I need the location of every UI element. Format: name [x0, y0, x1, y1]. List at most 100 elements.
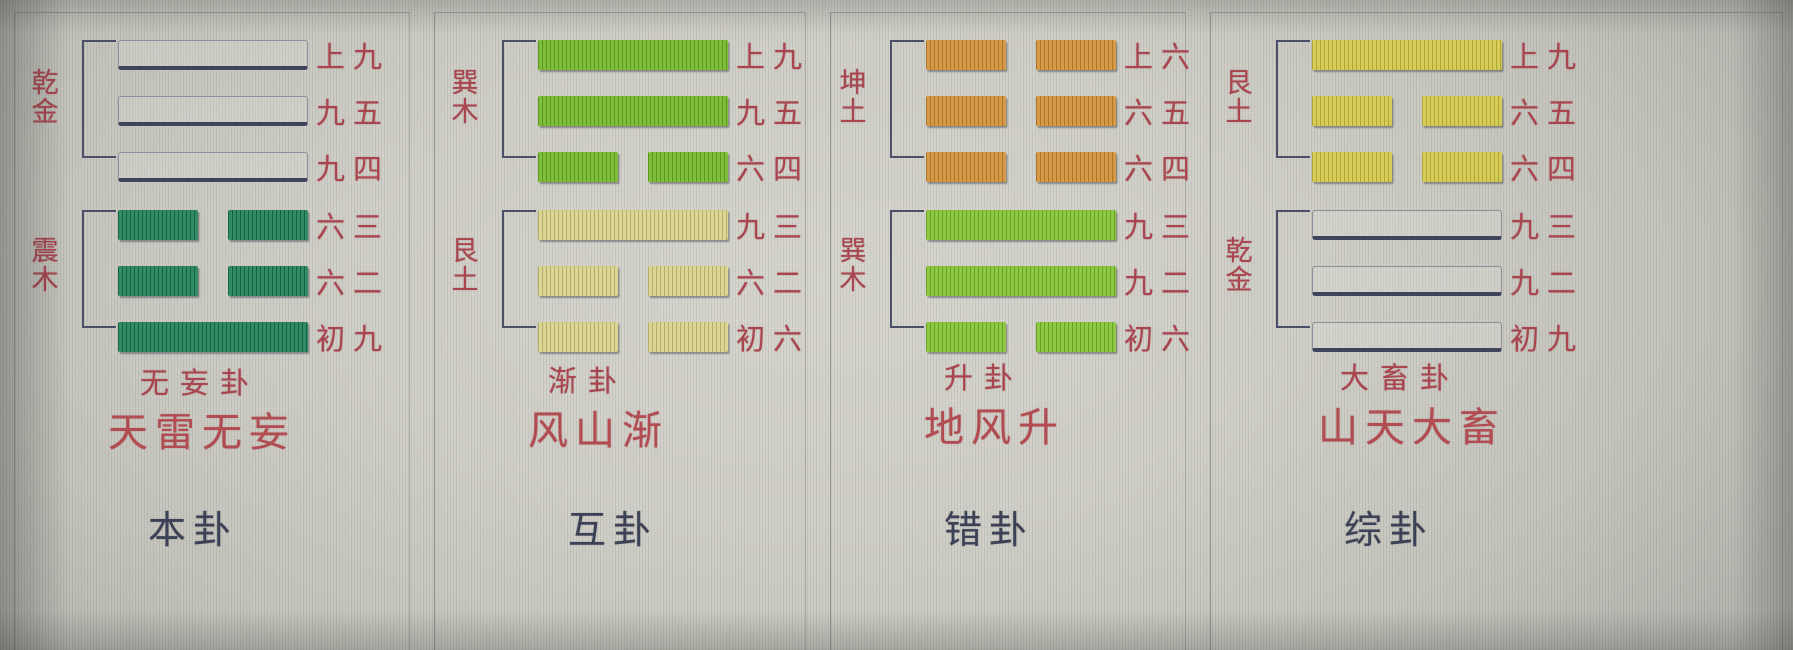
hexagram-panel-3: 坤土巽木上六六五六四九三九二初六升卦地风升错卦: [816, 0, 1196, 650]
trigram-element: 土: [839, 96, 867, 128]
line-position-label: 六四: [1124, 152, 1199, 186]
line-segment: [1036, 40, 1116, 70]
line-segment: [648, 322, 728, 352]
gua-kind-label: 错卦: [944, 508, 1035, 552]
line-segment: [118, 210, 198, 240]
hexagram-line: [926, 266, 1116, 296]
trigram-label-upper: 坤土: [826, 68, 880, 128]
line-position-label: 初九: [1510, 322, 1585, 356]
hexagram-diagram: 乾金震木 上九九五九四六三六二初九: [18, 22, 418, 358]
trigram-braces: [1266, 22, 1312, 358]
trigram-label-column: 坤土巽木: [826, 22, 880, 358]
line-position-label: 初九: [316, 322, 391, 356]
line-position-label: 六二: [316, 266, 391, 300]
line-position-label: 九五: [316, 96, 391, 130]
line-segment: [926, 266, 1116, 296]
line-segment: [118, 96, 308, 126]
hexagram-diagram: 艮土乾金上九六五六四九三九二初九: [1212, 22, 1612, 358]
gua-short-name: 渐卦: [548, 364, 629, 398]
gua-kind-label: 本卦: [148, 508, 239, 552]
trigram-element: 金: [1225, 264, 1253, 296]
trigram-name: 巽: [451, 68, 479, 99]
trigram-label-column: 巽木艮土: [438, 22, 492, 358]
line-label-column: 上九六五六四九三九二初九: [1502, 22, 1612, 358]
line-segment: [118, 152, 308, 182]
hexagram-panel-2: 巽木艮土上九九五六四九三六二初六渐卦风山渐互卦: [420, 0, 816, 650]
line-position-label: 九三: [1124, 210, 1199, 244]
hexagram-line: [926, 152, 1116, 182]
trigram-label-upper: 乾金: [18, 68, 72, 127]
line-segment: [538, 96, 728, 126]
hexagram-lines: [1312, 22, 1502, 358]
line-position-label: 九二: [1510, 266, 1585, 300]
gua-kind-label: 综卦: [1344, 508, 1435, 552]
line-segment: [926, 152, 1006, 182]
trigram-label-lower: 震木: [18, 237, 72, 295]
line-position-label: 六三: [316, 210, 391, 244]
line-segment: [1312, 210, 1502, 240]
line-segment: [538, 210, 728, 240]
trigram-braces: [492, 22, 538, 358]
brace-lower-trigram: [890, 210, 924, 328]
gua-short-name: 无妄卦: [140, 366, 261, 400]
line-position-label: 六五: [1124, 96, 1199, 130]
line-position-label: 九二: [1124, 266, 1199, 300]
line-segment: [1312, 322, 1502, 352]
line-segment: [1036, 96, 1116, 126]
line-segment: [926, 210, 1116, 240]
line-segment: [538, 266, 618, 296]
hexagram-line: [118, 322, 308, 352]
trigram-name: 艮: [451, 236, 479, 267]
trigram-name: 乾: [31, 68, 59, 99]
line-position-label: 六二: [736, 266, 811, 300]
trigram-name: 巽: [839, 236, 867, 267]
hexagram-line: [538, 40, 728, 70]
brace-lower-trigram: [82, 210, 116, 328]
hexagram-panel-1: 乾金震木 上九九五九四六三六二初九无妄卦天雷无妄本卦: [0, 0, 420, 650]
line-segment: [926, 96, 1006, 126]
line-label-column: 上九九五六四九三六二初六: [728, 22, 838, 358]
brace-upper-trigram: [502, 40, 536, 158]
trigram-element: 土: [451, 264, 479, 296]
hexagram-line: [1312, 152, 1502, 182]
gua-full-name: 地风升: [924, 405, 1065, 451]
hexagram-line: [118, 152, 308, 182]
gua-short-name: 大畜卦: [1340, 361, 1461, 395]
hexagram-line: [538, 96, 728, 126]
trigram-name: 艮: [1225, 68, 1253, 99]
line-segment: [926, 40, 1006, 70]
hexagram-line: [926, 96, 1116, 126]
line-position-label: 上九: [316, 40, 391, 74]
line-segment: [118, 40, 308, 70]
hexagram-line: [1312, 210, 1502, 240]
brace-lower-trigram: [502, 210, 536, 328]
trigram-braces: [880, 22, 926, 358]
line-segment: [648, 152, 728, 182]
line-segment: [228, 266, 308, 296]
line-position-label: 六五: [1510, 96, 1585, 130]
hexagram-panel-4: 艮土乾金上九六五六四九三九二初九大畜卦山天大畜综卦: [1196, 0, 1793, 650]
trigram-braces: [72, 22, 118, 358]
panel-divider: [1210, 12, 1783, 650]
line-position-label: 九四: [316, 152, 391, 186]
trigram-element: 木: [839, 264, 867, 296]
hexagram-line: [1312, 96, 1502, 126]
line-position-label: 上九: [1510, 40, 1585, 74]
brace-lower-trigram: [1276, 210, 1310, 328]
line-segment: [228, 210, 308, 240]
line-label-column: 上六六五六四九三九二初六: [1116, 22, 1226, 358]
gua-short-name: 升卦: [944, 361, 1025, 395]
trigram-name: 坤: [839, 68, 867, 99]
line-segment: [1422, 152, 1502, 182]
gua-full-name: 天雷无妄: [108, 410, 296, 456]
hexagram-line: [926, 322, 1116, 352]
trigram-label-lower: 巽木: [826, 236, 880, 296]
hexagram-line: [118, 96, 308, 126]
line-segment: [1422, 96, 1502, 126]
line-position-label: 六四: [1510, 152, 1585, 186]
brace-upper-trigram: [890, 40, 924, 158]
line-label-column: 上九九五九四六三六二初九: [308, 22, 418, 358]
line-position-label: 九五: [736, 96, 811, 130]
line-position-label: 上六: [1124, 40, 1199, 74]
line-segment: [118, 322, 308, 352]
